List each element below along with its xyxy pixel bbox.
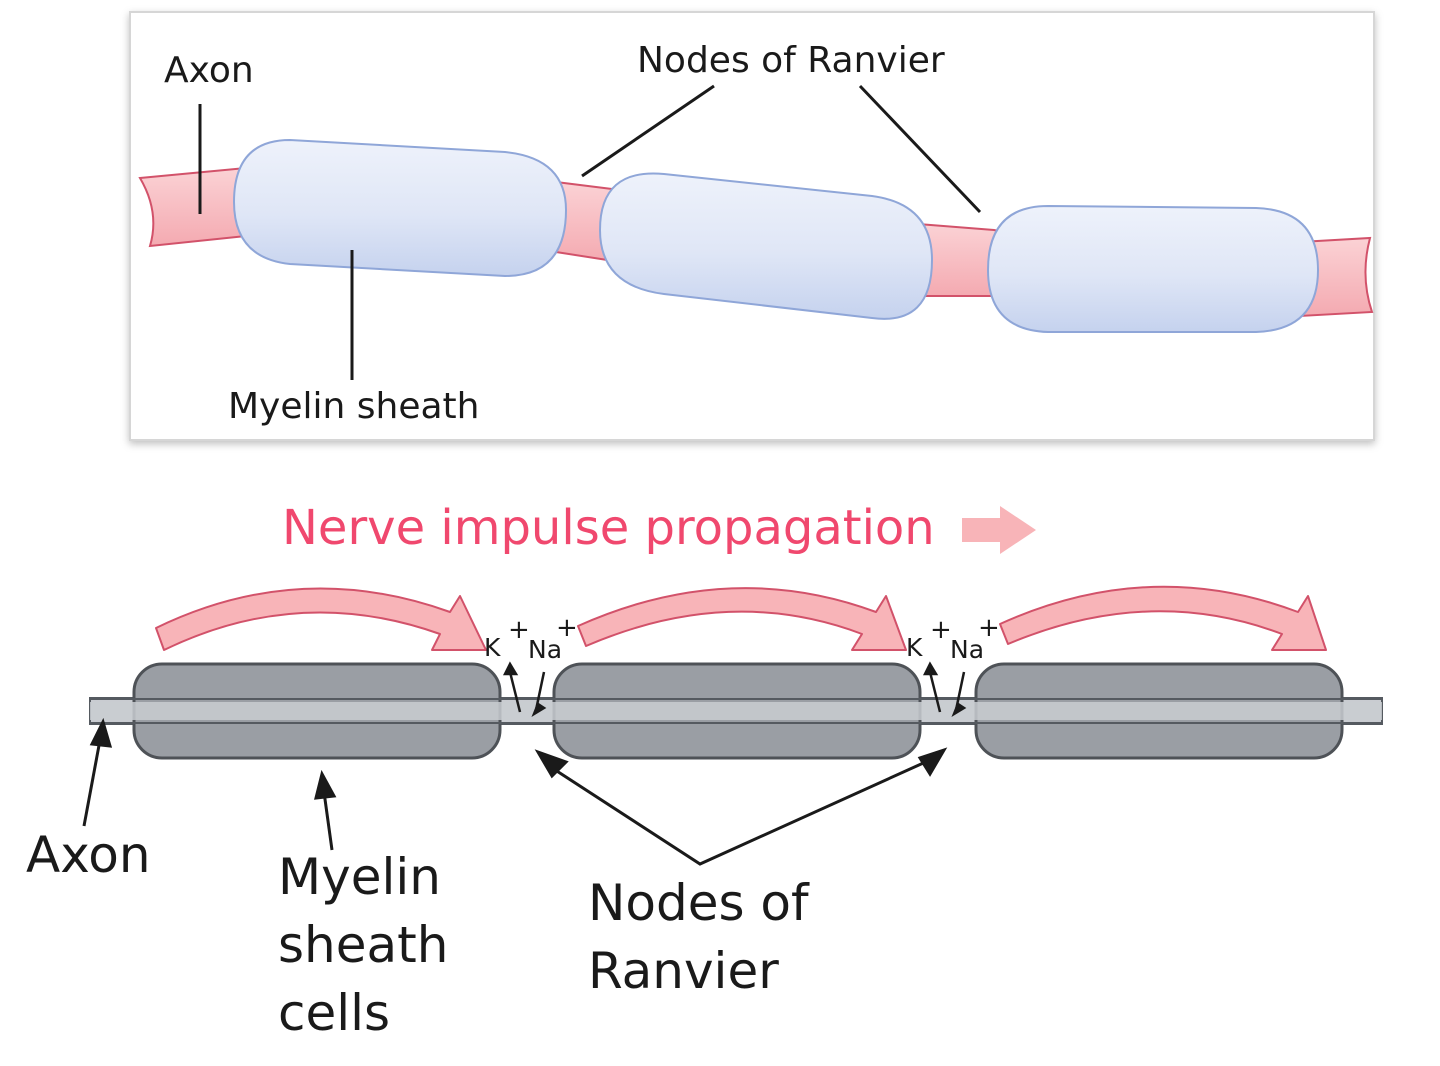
propagation-title: Nerve impulse propagation bbox=[282, 500, 935, 556]
propagation-direction-arrow bbox=[962, 506, 1036, 554]
node2-na-charge: + bbox=[978, 613, 1000, 643]
nodes-pointer-head-left bbox=[534, 749, 569, 779]
node1-k-label: K bbox=[484, 633, 501, 662]
bottom-axon-label: Axon bbox=[26, 826, 151, 884]
axon-core-stripe bbox=[90, 702, 1382, 720]
ion-flow-arrows bbox=[502, 661, 967, 717]
top-panel: Axon Nodes of Ranvier Myelin sheath bbox=[129, 11, 1375, 441]
bottom-pointer-arrows bbox=[82, 717, 948, 866]
node1-na-label: Na bbox=[528, 635, 562, 664]
myelin-sheath-3 bbox=[986, 204, 1320, 333]
nodes-leader-line-1 bbox=[581, 84, 715, 178]
node2-k-label: K bbox=[906, 633, 923, 662]
myelin-pointer-head bbox=[314, 769, 337, 800]
axon-pointer-line bbox=[82, 739, 102, 827]
myelin-label-line-2: sheath bbox=[278, 916, 448, 974]
node2-na-label: Na bbox=[950, 635, 984, 664]
bottom-panel: Nerve impulse propagation K + Na + K + N… bbox=[26, 500, 1383, 1042]
myelin-sheath-2 bbox=[598, 172, 934, 320]
impulse-jump-arrow-3 bbox=[999, 585, 1327, 651]
myelin-sheath-1 bbox=[232, 138, 568, 278]
nodes-leader-line-2 bbox=[858, 84, 982, 214]
node1-k-charge: + bbox=[508, 615, 530, 645]
myelin-label-line-1: Myelin bbox=[278, 848, 441, 906]
myelin-label-line-3: cells bbox=[278, 984, 390, 1042]
nodes-pointer-lines bbox=[545, 758, 931, 866]
nodes-pointer-head-right bbox=[917, 747, 948, 777]
top-axon-label: Axon bbox=[164, 50, 254, 91]
top-nodes-label: Nodes of Ranvier bbox=[637, 40, 945, 81]
impulse-jump-arrow-2 bbox=[577, 587, 907, 651]
myelin-pointer-line bbox=[322, 791, 334, 851]
axon-pointer-head bbox=[89, 717, 113, 748]
nodes-label-line-1: Nodes of bbox=[588, 874, 810, 932]
top-myelin-label: Myelin sheath bbox=[228, 386, 480, 427]
node2-k-charge: + bbox=[930, 615, 952, 645]
impulse-jump-arrow-1 bbox=[155, 587, 487, 651]
node1-na-charge: + bbox=[556, 613, 578, 643]
nodes-label-line-2: Ranvier bbox=[588, 942, 779, 1000]
